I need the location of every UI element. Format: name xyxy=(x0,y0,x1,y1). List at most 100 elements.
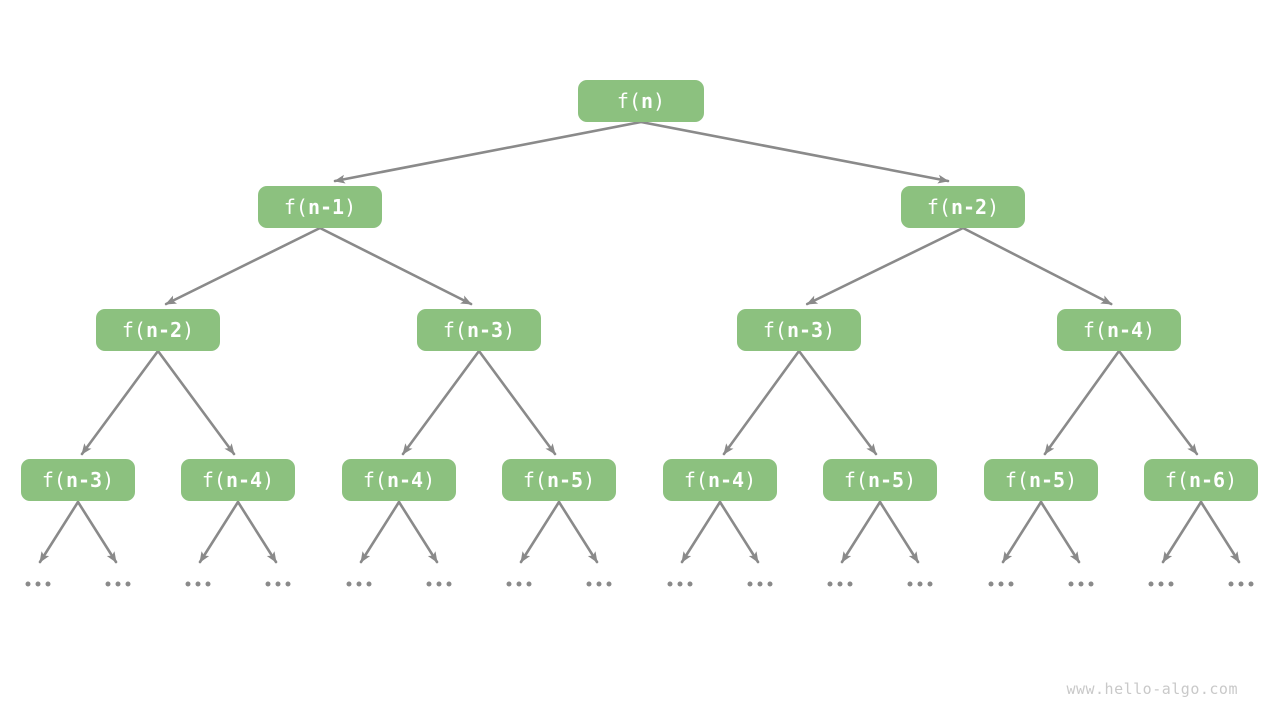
ellipsis-leaf xyxy=(747,581,773,587)
node-label-post: ) xyxy=(262,468,275,492)
tree-node-n10: f(n-5) xyxy=(502,459,616,501)
edge-arrow xyxy=(156,349,236,456)
ellipsis-leaf xyxy=(667,581,693,587)
node-label-post: ) xyxy=(987,195,1000,219)
ellipsis-leaf xyxy=(988,581,1014,587)
tree-node-n2: f(n-2) xyxy=(901,186,1025,228)
ellipsis-dot-icon xyxy=(356,581,362,587)
node-label-post: ) xyxy=(1143,318,1156,342)
node-label-post: ) xyxy=(904,468,917,492)
edge-arrow xyxy=(519,500,561,564)
ellipsis-dot-icon xyxy=(436,581,442,587)
ellipsis-leaf xyxy=(506,581,532,587)
ellipsis-dot-icon xyxy=(988,581,994,587)
ellipsis-leaf xyxy=(586,581,612,587)
ellipsis-leaf xyxy=(265,581,291,587)
ellipsis-dot-icon xyxy=(1228,581,1234,587)
tree-node-n13: f(n-5) xyxy=(984,459,1098,501)
ellipsis-dot-icon xyxy=(265,581,271,587)
node-label-arg: n-4 xyxy=(1106,318,1144,342)
node-label-arg: n-5 xyxy=(546,468,584,492)
edge-arrow xyxy=(76,500,118,564)
tree-node-n6: f(n-4) xyxy=(1057,309,1181,351)
node-label-arg: n-4 xyxy=(707,468,745,492)
edge-arrow xyxy=(397,500,439,564)
ellipsis-dot-icon xyxy=(907,581,913,587)
node-label-post: ) xyxy=(503,318,516,342)
ellipsis-dot-icon xyxy=(827,581,833,587)
ellipsis-dot-icon xyxy=(1008,581,1014,587)
node-label-arg: n-4 xyxy=(225,468,263,492)
ellipsis-dot-icon xyxy=(105,581,111,587)
edge-arrow xyxy=(333,120,643,184)
ellipsis-dot-icon xyxy=(1088,581,1094,587)
node-label-arg: n xyxy=(641,89,654,113)
ellipsis-dot-icon xyxy=(837,581,843,587)
node-label-post: ) xyxy=(583,468,596,492)
edge-arrow xyxy=(718,500,760,564)
ellipsis-dot-icon xyxy=(346,581,352,587)
watermark-text: www.hello-algo.com xyxy=(1066,680,1238,698)
edge-arrow xyxy=(198,500,240,564)
node-label-post: ) xyxy=(1065,468,1078,492)
node-label-post: ) xyxy=(653,89,666,113)
edge-arrow xyxy=(1039,500,1081,564)
edge-arrow xyxy=(401,349,481,456)
ellipsis-dot-icon xyxy=(677,581,683,587)
ellipsis-dot-icon xyxy=(747,581,753,587)
node-label-arg: n-4 xyxy=(386,468,424,492)
node-label-arg: n-3 xyxy=(65,468,103,492)
ellipsis-dot-icon xyxy=(185,581,191,587)
edge-arrow xyxy=(1199,500,1241,564)
node-label-arg: n-3 xyxy=(786,318,824,342)
ellipsis-dot-icon xyxy=(275,581,281,587)
ellipsis-dot-icon xyxy=(366,581,372,587)
node-label-pre: f( xyxy=(843,468,868,492)
node-label-arg: n-5 xyxy=(1028,468,1066,492)
ellipsis-dot-icon xyxy=(667,581,673,587)
ellipsis-dot-icon xyxy=(115,581,121,587)
ellipsis-dot-icon xyxy=(1168,581,1174,587)
node-label-pre: f( xyxy=(683,468,708,492)
ellipsis-dot-icon xyxy=(1158,581,1164,587)
edge-arrow xyxy=(1043,349,1121,456)
ellipsis-dot-icon xyxy=(847,581,853,587)
node-label-pre: f( xyxy=(41,468,66,492)
node-label-post: ) xyxy=(102,468,115,492)
node-label-pre: f( xyxy=(1164,468,1189,492)
node-label-arg: n-3 xyxy=(466,318,504,342)
node-label-pre: f( xyxy=(201,468,226,492)
node-label-arg: n-2 xyxy=(950,195,988,219)
edge-arrow xyxy=(477,349,557,456)
ellipsis-dot-icon xyxy=(586,581,592,587)
tree-node-n0: f(n) xyxy=(578,80,704,122)
node-label-pre: f( xyxy=(522,468,547,492)
ellipsis-leaf xyxy=(827,581,853,587)
edge-arrow xyxy=(557,500,599,564)
ellipsis-leaf xyxy=(426,581,452,587)
tree-node-n9: f(n-4) xyxy=(342,459,456,501)
node-label-post: ) xyxy=(344,195,357,219)
ellipsis-dot-icon xyxy=(526,581,532,587)
node-label-post: ) xyxy=(182,318,195,342)
ellipsis-leaf xyxy=(25,581,51,587)
edge-arrow xyxy=(318,226,473,306)
tree-node-n4: f(n-3) xyxy=(417,309,541,351)
tree-node-n1: f(n-1) xyxy=(258,186,382,228)
edge-arrow xyxy=(639,120,950,184)
ellipsis-dot-icon xyxy=(35,581,41,587)
tree-node-n14: f(n-6) xyxy=(1144,459,1258,501)
node-label-post: ) xyxy=(823,318,836,342)
ellipsis-dot-icon xyxy=(205,581,211,587)
ellipsis-leaf xyxy=(1068,581,1094,587)
edge-arrow xyxy=(236,500,278,564)
tree-node-n3: f(n-2) xyxy=(96,309,220,351)
edge-arrow xyxy=(164,226,322,306)
node-label-arg: n-2 xyxy=(145,318,183,342)
node-label-pre: f( xyxy=(616,89,641,113)
node-label-pre: f( xyxy=(283,195,308,219)
ellipsis-dot-icon xyxy=(506,581,512,587)
node-label-arg: n-6 xyxy=(1188,468,1226,492)
ellipsis-dot-icon xyxy=(757,581,763,587)
tree-node-n7: f(n-3) xyxy=(21,459,135,501)
